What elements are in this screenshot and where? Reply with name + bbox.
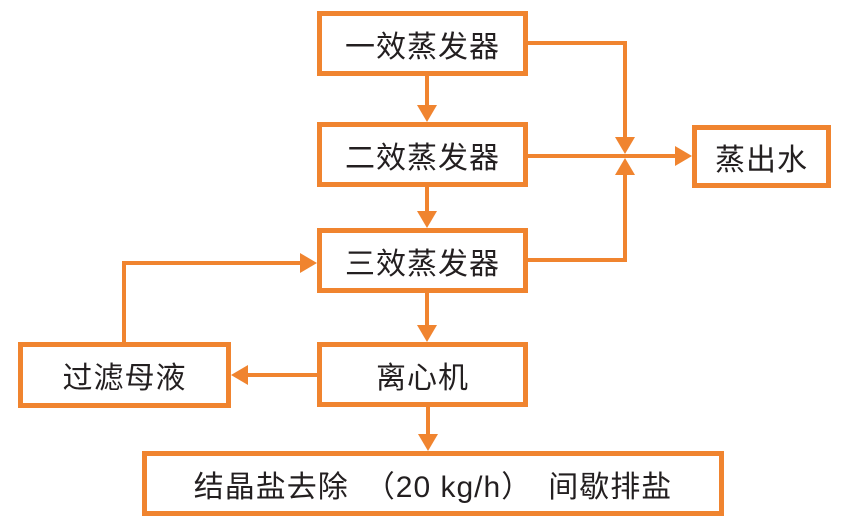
node-crystal-salt-removal: 结晶盐去除 （20 kg/h） 间歇排盐 — [142, 451, 724, 516]
node-third-effect-evaporator: 三效蒸发器 — [317, 228, 528, 293]
edge-filtrate-evap3-vline — [122, 261, 126, 342]
arrow-left-icon — [231, 365, 248, 385]
arrow-down-icon — [417, 105, 437, 122]
arrow-down-icon — [417, 325, 437, 342]
node-centrifuge: 离心机 — [317, 342, 528, 407]
arrow-down-icon — [417, 211, 437, 228]
node-label: 三效蒸发器 — [345, 247, 500, 281]
edge-centrifuge-salt-line — [426, 407, 430, 436]
edge-evap3-junction-hline — [528, 258, 627, 262]
node-filter-mother-liquor: 过滤母液 — [18, 342, 231, 408]
node-label: 二效蒸发器 — [345, 141, 500, 175]
node-distilled-water: 蒸出水 — [692, 125, 831, 188]
node-label: 过滤母液 — [62, 362, 187, 395]
node-label: 一效蒸发器 — [345, 30, 500, 64]
arrow-down-icon — [615, 137, 635, 154]
arrow-down-icon — [418, 434, 438, 451]
edge-evap3-centrifuge-line — [425, 293, 429, 327]
node-label: 蒸出水 — [715, 143, 808, 177]
node-second-effect-evaporator: 二效蒸发器 — [317, 122, 528, 187]
edge-evap2-evap3-line — [425, 187, 429, 213]
edge-centrifuge-filtrate-line — [246, 373, 317, 377]
edge-evap1-junction-vline — [623, 41, 627, 138]
edge-evap1-junction-hline — [528, 41, 627, 45]
arrow-up-icon — [615, 158, 635, 175]
arrow-right-icon — [675, 146, 692, 166]
node-label: 结晶盐去除 （20 kg/h） 间歇排盐 — [193, 470, 673, 504]
edge-filtrate-evap3-hline — [122, 261, 302, 265]
node-label: 离心机 — [376, 361, 469, 395]
edge-evap3-junction-vline — [623, 173, 627, 262]
node-first-effect-evaporator: 一效蒸发器 — [317, 11, 528, 76]
arrow-right-icon — [300, 253, 317, 273]
edge-evap2-water-line — [528, 154, 677, 158]
edge-evap1-evap2-line — [425, 76, 429, 108]
